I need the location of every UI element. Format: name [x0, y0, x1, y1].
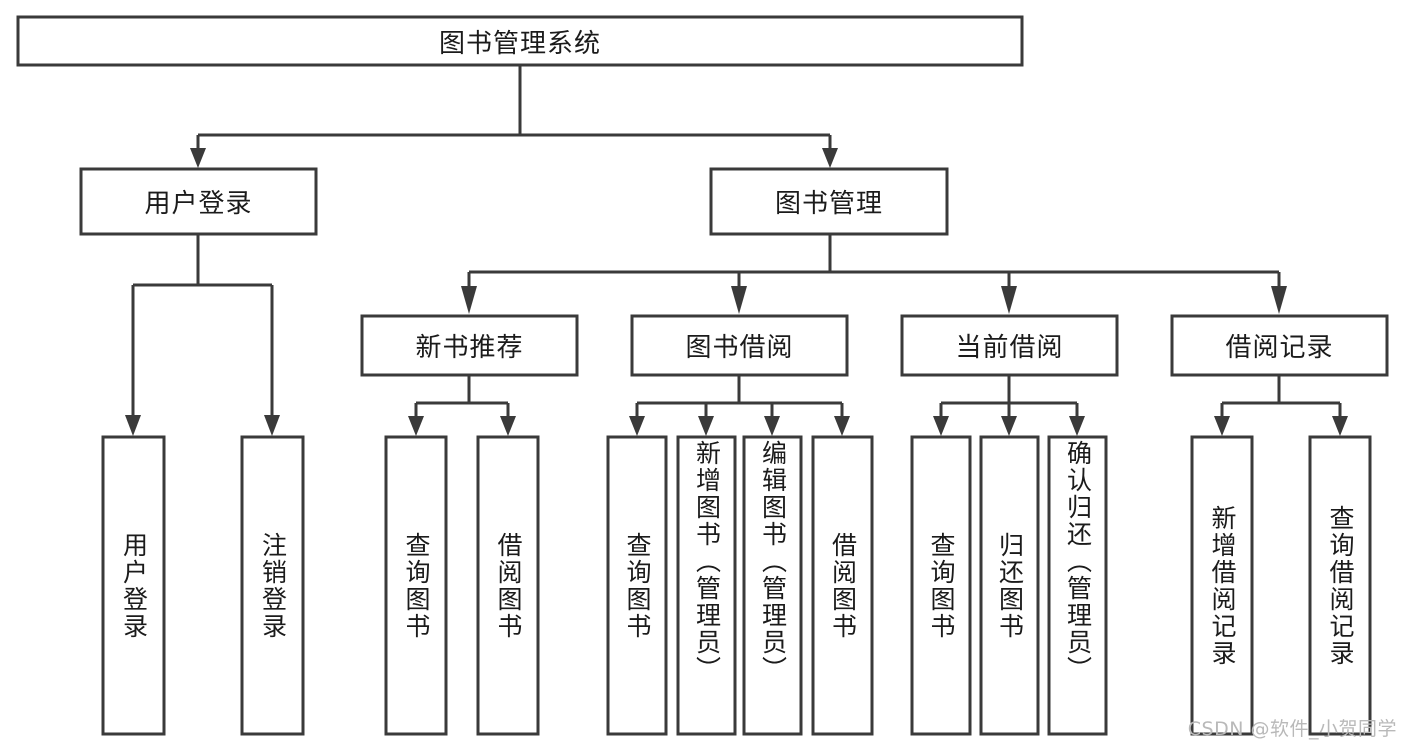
- node-box-leaf-query-record[interactable]: [1308, 435, 1372, 736]
- node-box-leaf-query-book-3[interactable]: [910, 435, 972, 736]
- node-box-leaf-add-record[interactable]: [1190, 435, 1254, 736]
- node-box-book-borrow[interactable]: [630, 314, 849, 377]
- arrow-head-icon: [1271, 286, 1287, 314]
- node-box-leaf-query-book-2[interactable]: [606, 435, 668, 736]
- arrow-head-icon: [1069, 416, 1085, 436]
- node-box-root[interactable]: [16, 15, 1024, 67]
- node-box-borrow-record[interactable]: [1170, 314, 1389, 377]
- node-box-book-management[interactable]: [709, 167, 949, 236]
- node-box-leaf-borrow-book-2[interactable]: [811, 435, 874, 736]
- arrow-head-icon: [834, 416, 850, 436]
- connector-group: [125, 65, 1348, 436]
- arrow-head-icon: [698, 416, 714, 436]
- arrow-head-icon: [764, 416, 780, 436]
- arrow-head-icon: [1001, 286, 1017, 314]
- node-box-leaf-return-book[interactable]: [979, 435, 1040, 736]
- node-box-new-book-recommend[interactable]: [360, 314, 579, 377]
- arrow-head-icon: [500, 416, 516, 436]
- node-box-user-login[interactable]: [79, 167, 318, 236]
- node-box-leaf-add-book[interactable]: [676, 435, 737, 736]
- node-box-leaf-edit-book[interactable]: [742, 435, 803, 736]
- node-box-leaf-user-logout[interactable]: [240, 435, 305, 736]
- arrow-head-icon: [461, 286, 477, 314]
- arrow-head-icon: [822, 148, 838, 168]
- arrow-head-icon: [190, 148, 206, 168]
- arrow-head-icon: [264, 415, 280, 436]
- node-box-leaf-borrow-book-1[interactable]: [476, 435, 540, 736]
- node-box-leaf-user-login[interactable]: [101, 435, 166, 736]
- arrow-head-icon: [1214, 416, 1230, 436]
- arrow-head-icon: [629, 416, 645, 436]
- node-box-leaf-query-book-1[interactable]: [384, 435, 448, 736]
- arrow-head-icon: [125, 415, 141, 436]
- arrow-head-icon: [933, 416, 949, 436]
- node-box-current-borrow[interactable]: [900, 314, 1119, 377]
- arrow-head-icon: [1332, 416, 1348, 436]
- arrow-head-icon: [408, 416, 424, 436]
- node-box-group: [16, 15, 1389, 736]
- arrow-head-icon: [1001, 416, 1017, 436]
- watermark-text: CSDN @软件_小贺同学: [1187, 718, 1397, 740]
- node-box-leaf-confirm-return[interactable]: [1047, 435, 1108, 736]
- arrow-head-icon: [731, 286, 747, 314]
